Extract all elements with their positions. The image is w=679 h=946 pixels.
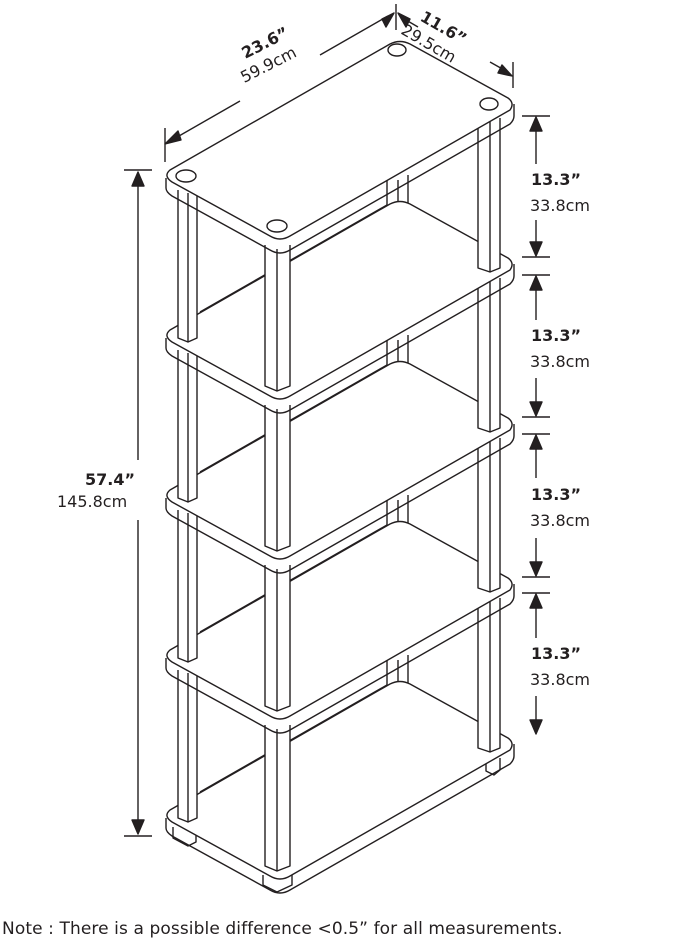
spacing-1-cm: 33.8cm (530, 196, 591, 215)
height-cm: 145.8cm (57, 492, 128, 511)
shelf-3 (165, 360, 515, 574)
spacing-4-inches: 13.3” (531, 644, 581, 663)
width-dimension-line (164, 4, 397, 162)
spacing-2-inches: 13.3” (531, 326, 581, 345)
depth-dimension-line (397, 12, 514, 88)
feet (172, 758, 501, 893)
spacing-3-cm: 33.8cm (530, 511, 591, 530)
shelf-4 (165, 520, 515, 734)
height-inches: 57.4” (85, 470, 135, 489)
spacing-4-cm: 33.8cm (530, 670, 591, 689)
spacing-1-inches: 13.3” (531, 170, 581, 189)
posts-level-2 (177, 278, 501, 552)
spacing-2-cm: 33.8cm (530, 352, 591, 371)
shelf-2 (165, 200, 515, 414)
spacing-dimension-lines (522, 115, 550, 735)
shelf-5 (165, 680, 515, 894)
measurement-note: Note : There is a possible difference <0… (2, 919, 563, 939)
posts-level-1 (177, 118, 501, 392)
height-dimension-line (124, 169, 152, 837)
posts-level-4 (177, 598, 501, 872)
shelf-1-top (165, 40, 515, 254)
posts-level-3 (177, 438, 501, 712)
spacing-3-inches: 13.3” (531, 485, 581, 504)
